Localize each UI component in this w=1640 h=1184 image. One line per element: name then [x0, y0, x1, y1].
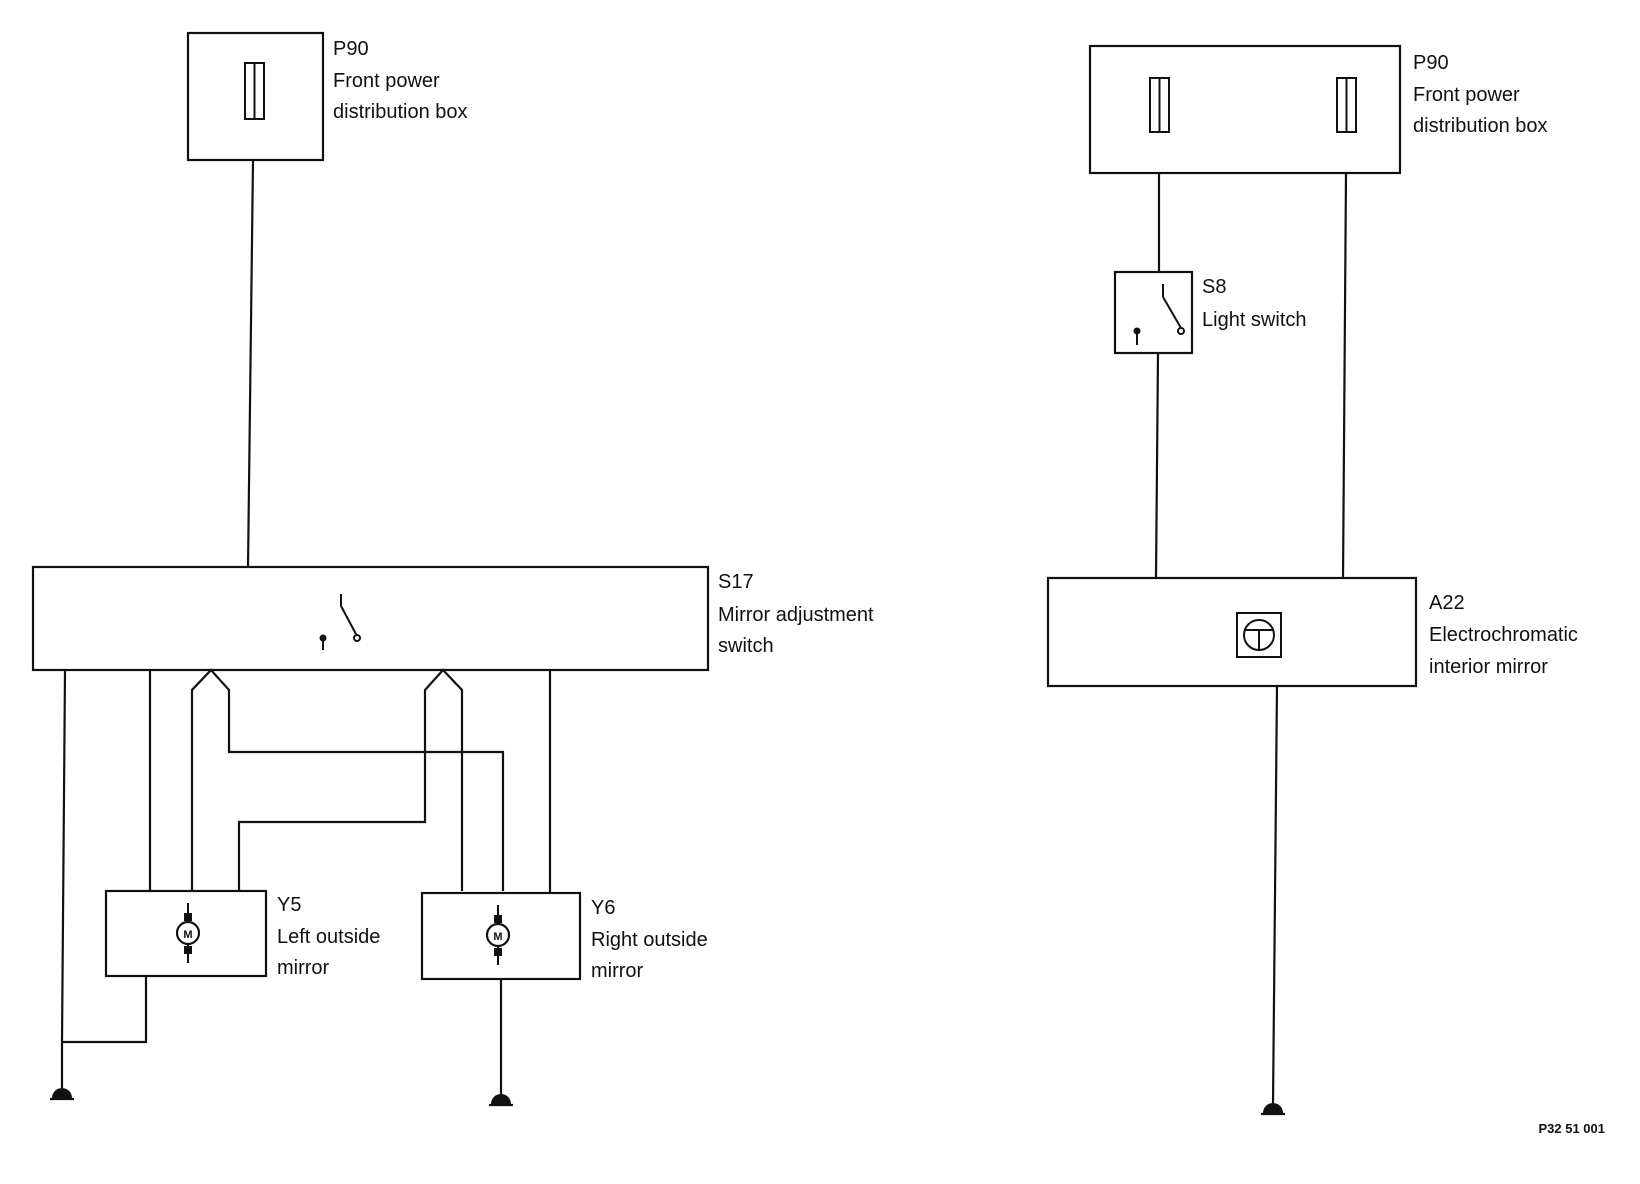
s17-label-2: switch — [718, 635, 774, 657]
wire-s8-to-a22 — [1154, 352, 1160, 579]
motor-icon: M — [485, 905, 511, 965]
ground-icon — [50, 1088, 74, 1101]
wire-s17-ground-left — [60, 669, 67, 1088]
s8-code: S8 — [1202, 276, 1226, 298]
s8-label-1: Light switch — [1202, 309, 1307, 331]
y6-label-2: mirror — [591, 960, 644, 982]
p90-left-label-2: distribution box — [333, 101, 468, 123]
y6-component: M Y6 Right outside mirror — [420, 891, 708, 982]
wire-y5-return — [62, 977, 148, 1044]
switch-icon — [319, 594, 361, 650]
a22-code: A22 — [1429, 592, 1465, 614]
wire-s17-to-y5-b — [190, 668, 505, 891]
a22-box — [1046, 576, 1418, 688]
p90-left-code: P90 — [333, 38, 369, 60]
reference-code: P32 51 001 — [1538, 1121, 1605, 1136]
ground-icon — [1261, 1103, 1285, 1116]
wire-a22-to-ground — [1271, 685, 1279, 1105]
p90-right-code: P90 — [1413, 52, 1449, 74]
s17-component: S17 Mirror adjustment switch — [31, 565, 874, 672]
s8-box — [1113, 270, 1194, 355]
s8-component: S8 Light switch — [1113, 270, 1307, 355]
y6-code: Y6 — [591, 897, 615, 919]
switch-icon — [1133, 284, 1185, 345]
p90-right-label-2: distribution box — [1413, 115, 1548, 137]
a22-label-1: Electrochromatic — [1429, 624, 1578, 646]
a22-label-2: interior mirror — [1429, 656, 1548, 678]
s17-output-wires — [60, 668, 552, 1088]
wire-s17-to-y5-c — [237, 668, 464, 891]
a22-component: A22 Electrochromatic interior mirror — [1046, 576, 1578, 688]
steering-wheel-icon — [1236, 612, 1282, 658]
motor-icon: M — [175, 903, 201, 963]
y5-motor-letter: M — [183, 929, 192, 941]
wire-p90-to-a22 — [1341, 172, 1348, 581]
y5-label-2: mirror — [277, 957, 330, 979]
y5-code: Y5 — [277, 894, 301, 916]
y6-motor-letter: M — [493, 931, 502, 943]
y5-component: M Y5 Left outside mirror — [104, 889, 380, 979]
ground-icon — [489, 1094, 513, 1107]
p90-right-box — [1088, 44, 1402, 175]
p90-right-label-1: Front power — [1413, 84, 1520, 106]
y5-label-1: Left outside — [277, 926, 380, 948]
s17-box — [31, 565, 710, 672]
p90-left-component: P90 Front power distribution box — [186, 31, 468, 162]
s17-code: S17 — [718, 571, 754, 593]
y6-label-1: Right outside — [591, 929, 708, 951]
left-circuit: P90 Front power distribution box S17 Mir… — [31, 31, 874, 1107]
right-circuit: P90 Front power distribution box S8 Ligh… — [1046, 44, 1578, 1116]
p90-right-component: P90 Front power distribution box — [1088, 44, 1548, 175]
s17-label-1: Mirror adjustment — [718, 604, 874, 626]
wire-p90-to-s17 — [246, 159, 255, 568]
p90-left-label-1: Front power — [333, 70, 440, 92]
